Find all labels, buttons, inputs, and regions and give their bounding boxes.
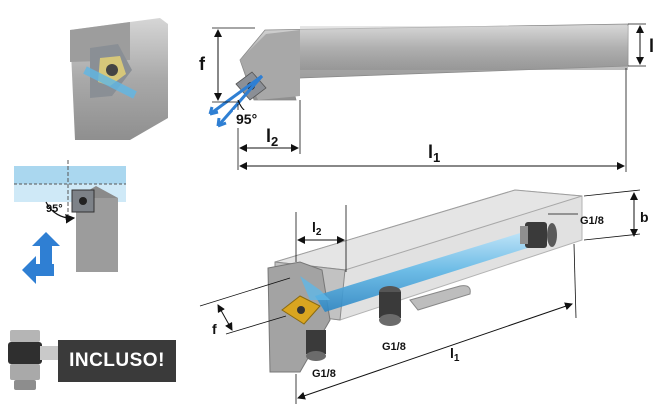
- dim-l1-top-label: l1: [428, 142, 440, 165]
- angle-top-label: 95°: [236, 111, 257, 127]
- connector-top: [520, 222, 557, 248]
- dim-l1-bottom-label: l1: [450, 345, 460, 364]
- connector-mid: [379, 286, 401, 326]
- dim-l2-top-label: l2: [266, 126, 278, 149]
- dim-l2-bottom-label: l2: [312, 219, 322, 238]
- dim-l1-bottom: [295, 243, 577, 404]
- dim-l-top-label: l: [649, 36, 654, 56]
- dim-l2-bottom: [295, 205, 347, 272]
- dim-f-top: [212, 27, 255, 103]
- fitting-photo: [8, 330, 58, 390]
- port-mid-label: G1/8: [382, 341, 406, 353]
- dim-b-label: b: [640, 209, 649, 225]
- feed-up-arrow: [32, 232, 60, 266]
- angle-left-label: 95°: [46, 203, 63, 215]
- tool-head-photo: [20, 8, 175, 143]
- dim-l1-top: [239, 68, 627, 172]
- dim-f-bottom: [199, 277, 291, 335]
- bottom-iso-drawing: [267, 189, 583, 373]
- dim-b-bottom: [583, 189, 641, 241]
- left-schematic: [14, 160, 126, 284]
- dim-l-top: [628, 23, 646, 67]
- port-bottom-label: G1/8: [312, 368, 336, 380]
- port-top-label: G1/8: [580, 215, 604, 227]
- top-tool-drawing: [208, 23, 629, 128]
- included-badge: INCLUSO!: [58, 340, 176, 382]
- feed-left-arrow: [22, 256, 54, 284]
- connector-bottom: [306, 330, 326, 361]
- dim-f-bottom-label: f: [212, 321, 217, 337]
- dim-f-top-label: f: [199, 54, 206, 74]
